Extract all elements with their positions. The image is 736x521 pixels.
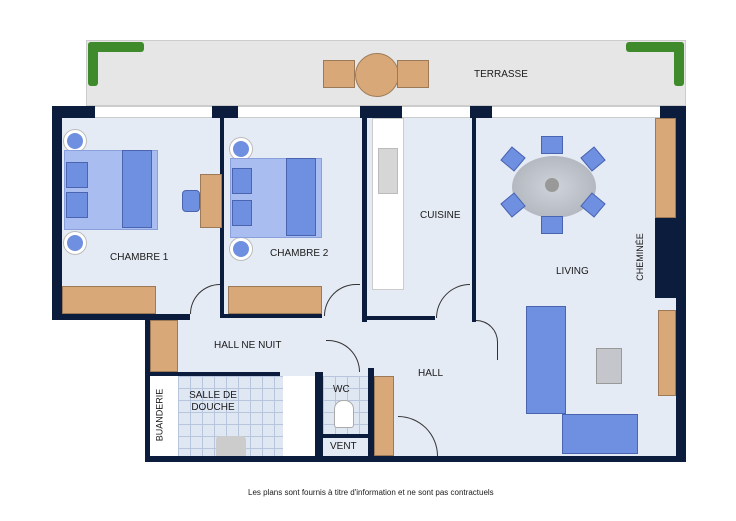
bed-blanket — [122, 150, 152, 228]
sink-icon — [378, 148, 398, 194]
room-label-hall: HALL — [418, 368, 444, 379]
wall — [360, 106, 402, 118]
wardrobe-icon — [228, 286, 322, 314]
plant-icon — [88, 42, 144, 52]
lamp-icon — [64, 130, 86, 152]
wall — [220, 118, 224, 318]
chair-icon — [182, 190, 200, 212]
washbasin-icon — [216, 436, 246, 456]
room-label-salle-douche: SALLE DE DOUCHE — [188, 390, 238, 414]
lamp-icon — [64, 232, 86, 254]
tv-cabinet-icon — [658, 310, 676, 396]
wall — [145, 318, 150, 462]
room-label-chambre-2: CHAMBRE 2 — [270, 248, 329, 259]
plant-icon — [88, 42, 98, 86]
wall — [470, 106, 492, 118]
plant-icon — [626, 42, 684, 52]
sofa-icon — [562, 414, 638, 454]
wall — [367, 316, 435, 320]
desk-icon — [200, 174, 222, 228]
sofa-icon — [526, 306, 566, 414]
wall — [315, 372, 323, 458]
plant-icon — [674, 42, 684, 86]
wall — [212, 106, 238, 118]
pillow-icon — [232, 168, 252, 194]
chair-icon — [541, 216, 563, 234]
disclaimer: Les plans sont fournis à titre d'informa… — [248, 488, 494, 497]
terrace-chair-icon — [397, 60, 429, 88]
cabinet-icon — [655, 118, 676, 218]
wall — [320, 434, 370, 438]
wall — [472, 118, 476, 322]
coffee-table-icon — [596, 348, 622, 384]
terrace-chair-icon — [323, 60, 355, 88]
pillow-icon — [66, 162, 88, 188]
pillow-icon — [66, 192, 88, 218]
lamp-icon — [230, 138, 252, 160]
room-label-hall-nuit: HALL NE NUIT — [214, 340, 282, 351]
room-label-chambre-1: CHAMBRE 1 — [110, 252, 169, 263]
room-label-terrasse: TERRASSE — [474, 69, 528, 80]
terrace-table-icon — [355, 53, 399, 97]
kitchen-counter — [372, 118, 404, 290]
room-label-buanderie: BUANDERIE — [154, 388, 165, 442]
wall — [222, 314, 322, 318]
closet-icon — [150, 320, 178, 372]
wall — [150, 372, 280, 376]
wall — [655, 218, 676, 298]
room-label-cuisine: CUISINE — [420, 210, 461, 221]
toilet-icon — [334, 400, 354, 428]
room-label-wc: WC — [333, 384, 350, 395]
wall — [676, 106, 686, 462]
room-label-living: LIVING — [556, 266, 589, 277]
pillow-icon — [232, 200, 252, 226]
shower-icon — [283, 376, 315, 456]
wall — [52, 106, 62, 320]
wall — [145, 456, 686, 462]
room-label-vent: VENT — [330, 441, 357, 452]
wardrobe-icon — [62, 286, 156, 314]
buanderie-area — [150, 376, 178, 456]
floor — [60, 116, 678, 320]
bed-blanket — [286, 158, 316, 236]
lamp-icon — [230, 238, 252, 260]
room-label-cheminee: CHEMINÉE — [634, 233, 645, 281]
wall — [362, 118, 367, 322]
wall — [52, 106, 95, 118]
wall — [52, 314, 190, 320]
wall — [368, 368, 374, 458]
room-label-salle-douche-text: SALLE DE DOUCHE — [189, 390, 237, 413]
table-center — [545, 178, 559, 192]
closet-icon — [374, 376, 394, 456]
chair-icon — [541, 136, 563, 154]
